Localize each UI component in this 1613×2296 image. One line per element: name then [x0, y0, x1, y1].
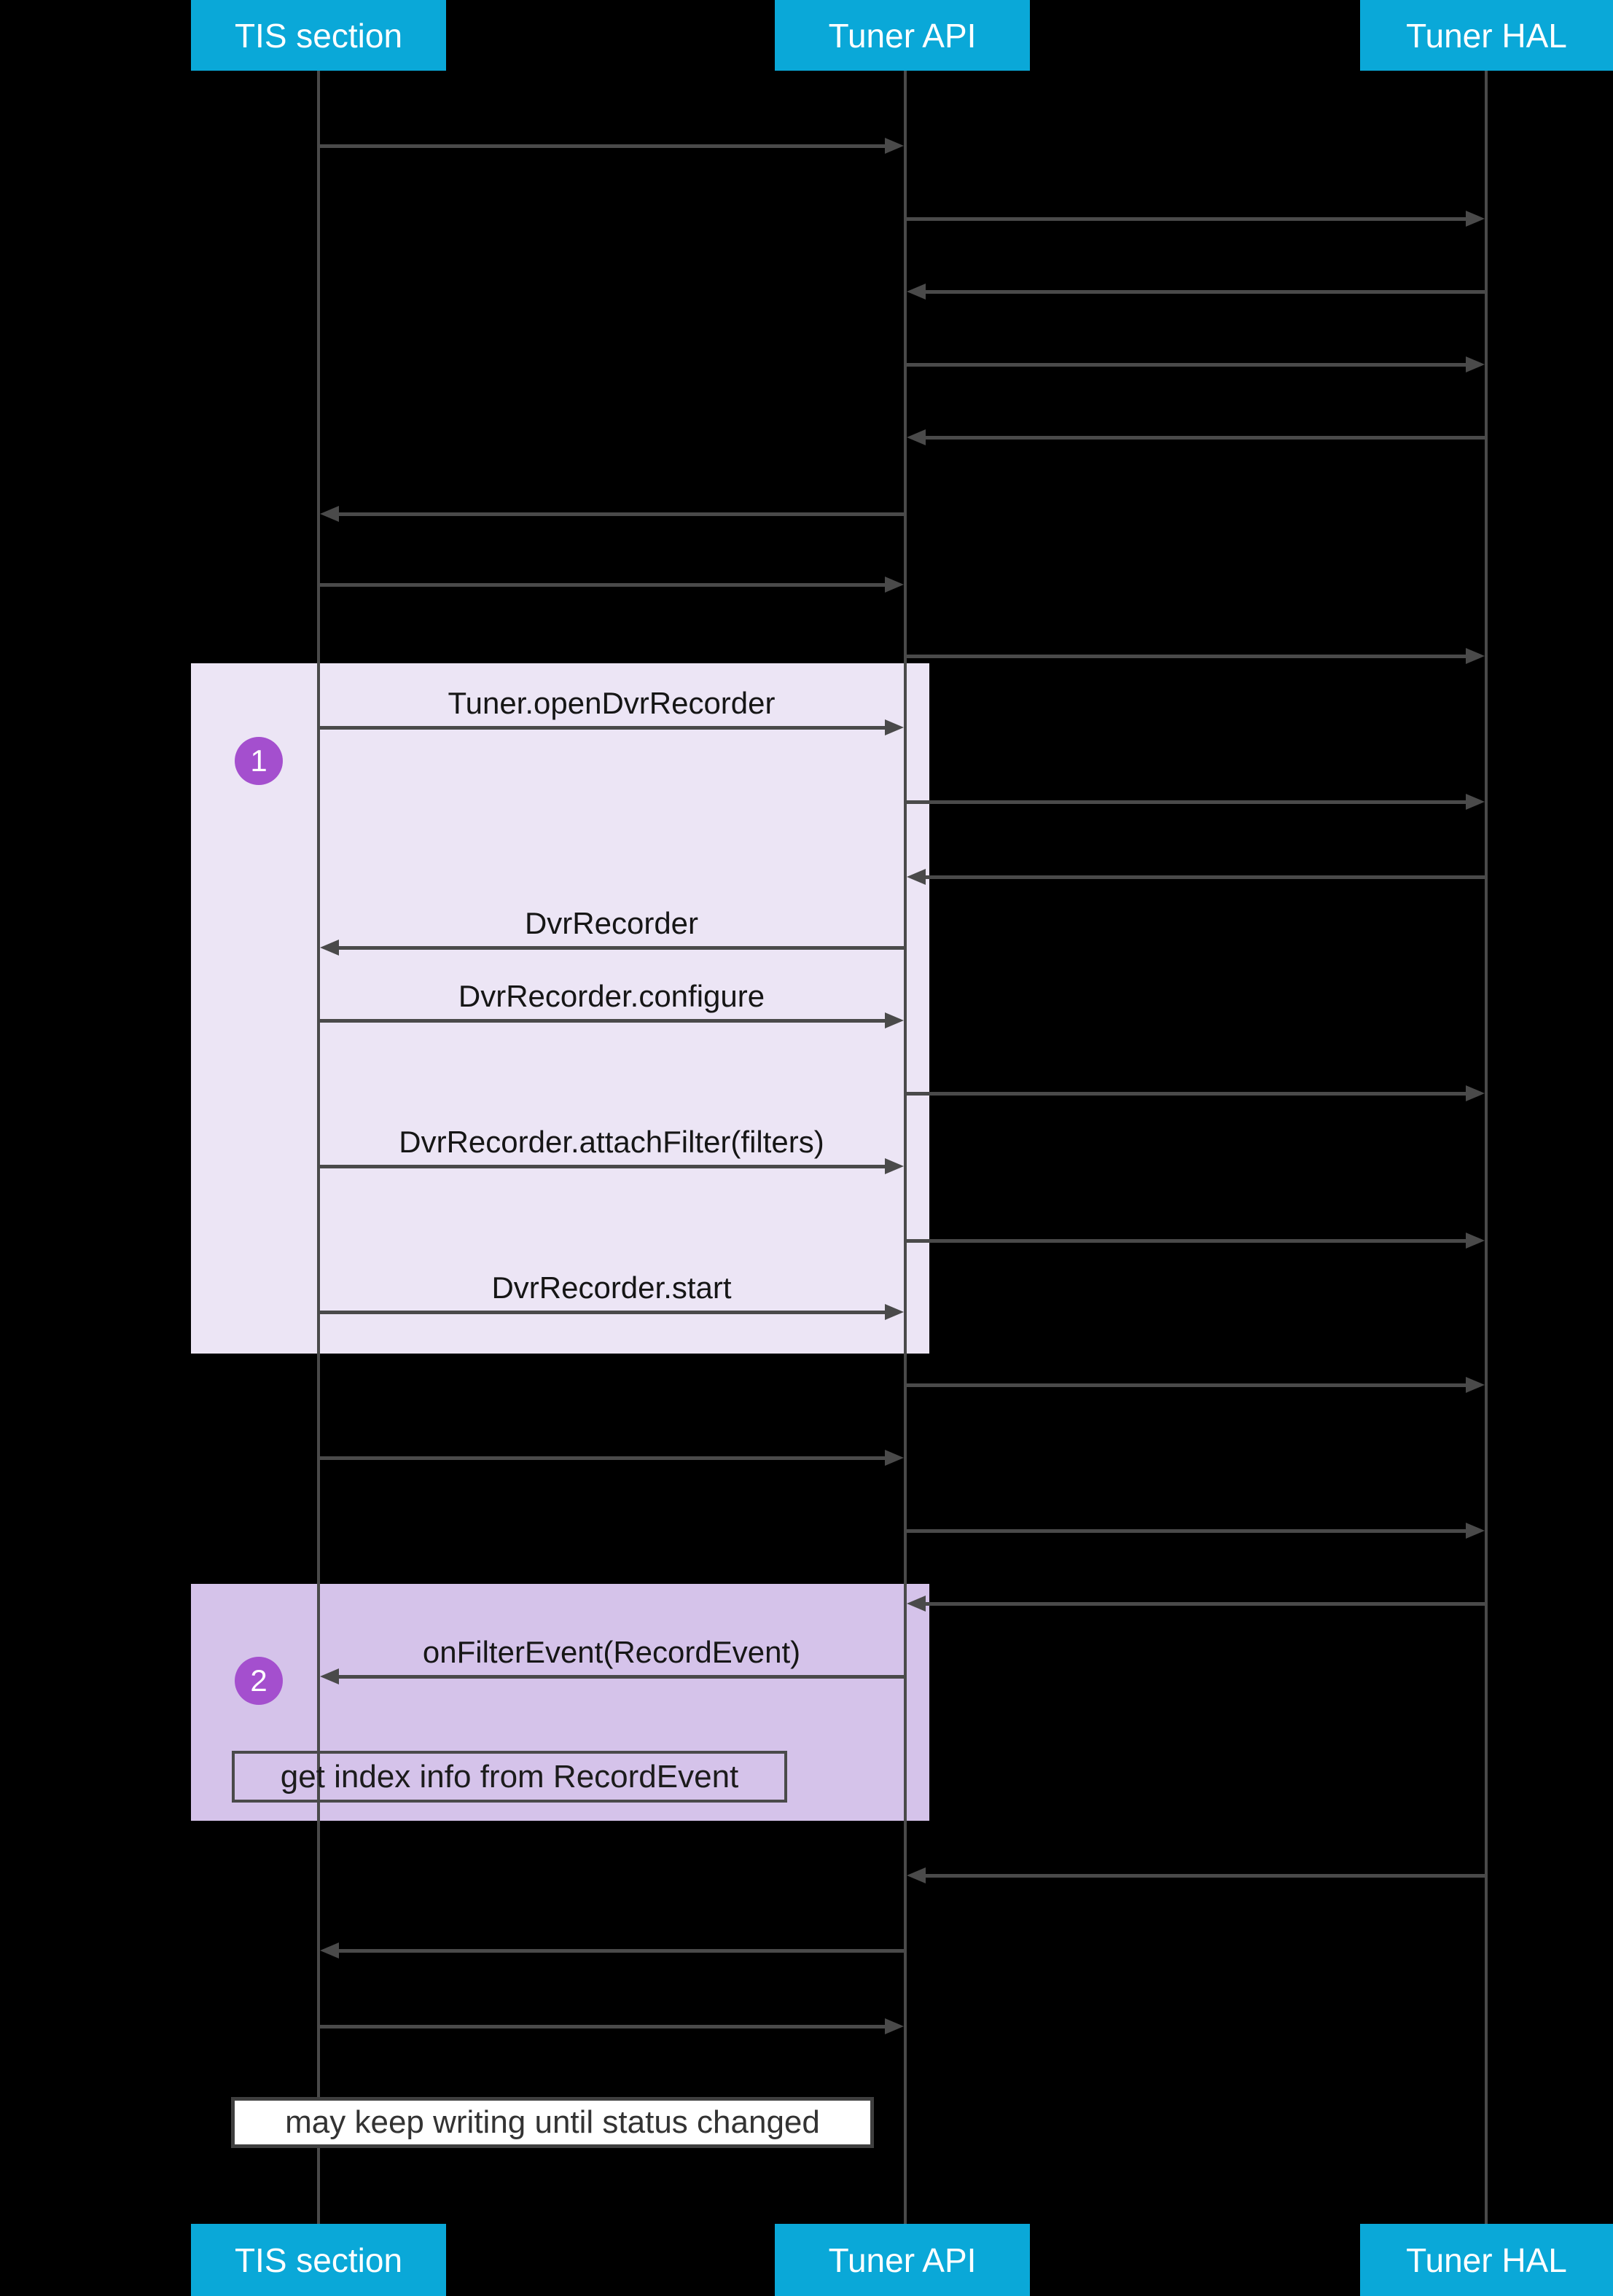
arrowhead-icon — [1466, 1377, 1485, 1393]
arrowhead-icon — [320, 1668, 339, 1684]
arrowhead-icon — [885, 1012, 904, 1028]
message-label: DvrRecorder.configure — [458, 979, 765, 1013]
message-arrow — [905, 800, 1469, 804]
message-arrow — [336, 946, 905, 950]
lifeline-tuner-api — [904, 71, 907, 2224]
arrowhead-icon — [907, 429, 926, 445]
participant-tis-label: TIS section — [234, 16, 403, 55]
participant-tuner-hal-bottom: Tuner HAL — [1360, 2224, 1613, 2296]
message-arrow — [905, 1383, 1469, 1387]
message-arrow — [319, 726, 888, 730]
arrowhead-icon — [1466, 1233, 1485, 1249]
message-arrow — [319, 1165, 888, 1168]
participant-tis-bottom: TIS section — [191, 2224, 446, 2296]
participant-tuner-api-label: Tuner API — [828, 16, 977, 55]
arrowhead-icon — [885, 1158, 904, 1174]
message-arrow — [336, 512, 905, 516]
arrowhead-icon — [1466, 356, 1485, 372]
arrowhead-icon — [1466, 648, 1485, 664]
arrowhead-icon — [1466, 1085, 1485, 1101]
participant-tuner-api-label: Tuner API — [828, 2241, 977, 2279]
step-badge-1-number: 1 — [250, 743, 267, 778]
participant-tuner-hal-top: Tuner HAL — [1360, 0, 1613, 71]
arrowhead-icon — [320, 506, 339, 522]
participant-tuner-hal-label: Tuner HAL — [1406, 16, 1567, 55]
message-arrow — [923, 875, 1486, 879]
arrowhead-icon — [320, 1942, 339, 1959]
lifeline-tuner-hal — [1485, 71, 1488, 2224]
message-arrow — [905, 363, 1469, 367]
message-arrow — [905, 1529, 1469, 1533]
participant-tis-label: TIS section — [234, 2241, 403, 2279]
participant-tis-top: TIS section — [191, 0, 446, 71]
message-arrow — [319, 1456, 888, 1460]
step-badge-2-number: 2 — [250, 1663, 267, 1698]
participant-tuner-api-bottom: Tuner API — [775, 2224, 1030, 2296]
arrowhead-icon — [1466, 1523, 1485, 1539]
note-get-index-info-text: get index info from RecordEvent — [280, 1758, 739, 1795]
step-badge-1: 1 — [235, 737, 283, 785]
message-arrow — [319, 144, 888, 148]
message-arrow — [319, 583, 888, 587]
message-label: Tuner.openDvrRecorder — [448, 686, 776, 720]
arrowhead-icon — [885, 1304, 904, 1320]
message-label: DvrRecorder.start — [491, 1270, 732, 1305]
message-arrow — [336, 1949, 905, 1953]
note-get-index-info: get index info from RecordEvent — [232, 1751, 787, 1803]
highlight-group-2 — [191, 1584, 929, 1821]
message-arrow — [905, 655, 1469, 658]
note-may-keep-writing: may keep writing until status changed — [231, 2097, 874, 2148]
message-label: onFilterEvent(RecordEvent) — [422, 1635, 801, 1669]
arrowhead-icon — [320, 940, 339, 956]
message-arrow — [923, 1602, 1486, 1606]
arrowhead-icon — [885, 2018, 904, 2034]
step-badge-2: 2 — [235, 1657, 283, 1705]
participant-tuner-hal-label: Tuner HAL — [1406, 2241, 1567, 2279]
highlight-group-1 — [191, 663, 929, 1354]
arrowhead-icon — [907, 869, 926, 885]
arrowhead-icon — [907, 1596, 926, 1612]
arrowhead-icon — [907, 1867, 926, 1883]
message-arrow — [923, 1874, 1486, 1878]
message-arrow — [923, 290, 1486, 294]
arrowhead-icon — [907, 284, 926, 300]
message-arrow — [923, 436, 1486, 440]
message-label: DvrRecorder — [524, 906, 699, 940]
message-label: DvrRecorder.attachFilter(filters) — [399, 1125, 824, 1159]
message-arrow — [319, 2025, 888, 2028]
arrowhead-icon — [1466, 211, 1485, 227]
arrowhead-icon — [885, 719, 904, 735]
arrowhead-icon — [885, 1450, 904, 1466]
message-arrow — [319, 1019, 888, 1023]
message-arrow — [905, 1239, 1469, 1243]
note-may-keep-writing-text: may keep writing until status changed — [285, 2104, 820, 2140]
message-arrow — [336, 1675, 905, 1679]
arrowhead-icon — [885, 577, 904, 593]
message-arrow — [905, 217, 1469, 221]
message-arrow — [319, 1311, 888, 1314]
arrowhead-icon — [885, 138, 904, 154]
participant-tuner-api-top: Tuner API — [775, 0, 1030, 71]
lifeline-tis — [317, 71, 320, 2224]
arrowhead-icon — [1466, 794, 1485, 810]
message-arrow — [905, 1092, 1469, 1096]
